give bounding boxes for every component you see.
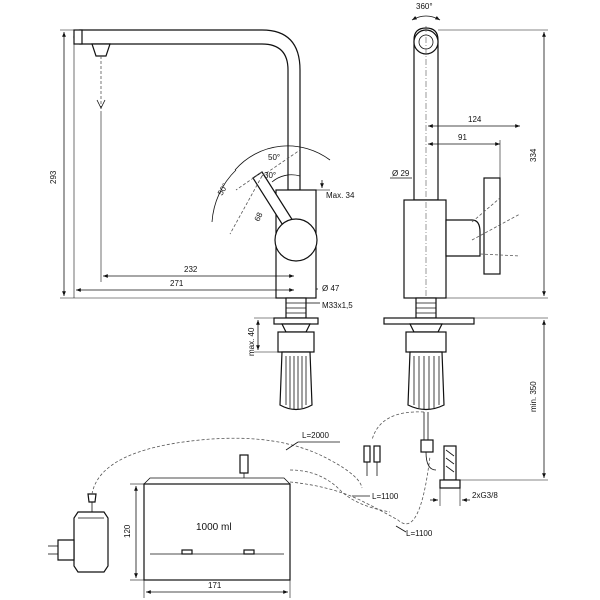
min350-label: min. 350 [529,381,538,412]
hose-1100a-label: L=1100 [372,492,399,501]
power-adapter [48,493,109,573]
dim334-label: 334 [529,148,538,162]
faucet-side-view [73,29,331,411]
front-view-dimensions: 334 124 91 Ø 29 min. 350 2xG3/8 [390,29,548,506]
dim124-label: 124 [468,115,482,124]
lever-angle-30: 30° [264,171,276,180]
height-total-label: 293 [49,170,58,184]
lever-angle-50b: 50° [216,182,230,197]
dim91-label: 91 [458,133,467,142]
spout-reach-label: 232 [184,265,198,274]
lever-angle-50a: 50° [268,153,280,162]
max34-label: Max. 34 [326,191,355,200]
hose-1100b-label: L=1100 [406,529,433,538]
dia47-label: Ø 47 [322,284,340,293]
rotation-label: 360° [416,2,433,11]
lever-length-label: 68 [253,210,265,222]
overall-reach-label: 271 [170,279,184,288]
tank-width-label: 171 [208,581,222,590]
faucet-front-view: 360° [383,2,521,489]
tank-volume-label: 1000 ml [196,522,232,533]
water-tank: 1000 ml [143,454,291,581]
hose-2000-label: L=2000 [302,431,329,440]
hose-labels: L=2000 L=1100 L=1100 [285,431,433,538]
tank-height-label: 120 [123,524,132,538]
tank-dimensions: 120 171 [123,483,291,598]
hose-routes [91,411,431,525]
dia29-label: Ø 29 [392,169,410,178]
side-view-dimensions: 293 232 271 50° 30° 50° 68 Max. 34 Ø 47 … [49,29,355,356]
connection-label: 2xG3/8 [472,491,498,500]
thread-label: M33x1,5 [322,301,353,310]
max40-label: max. 40 [247,327,256,356]
